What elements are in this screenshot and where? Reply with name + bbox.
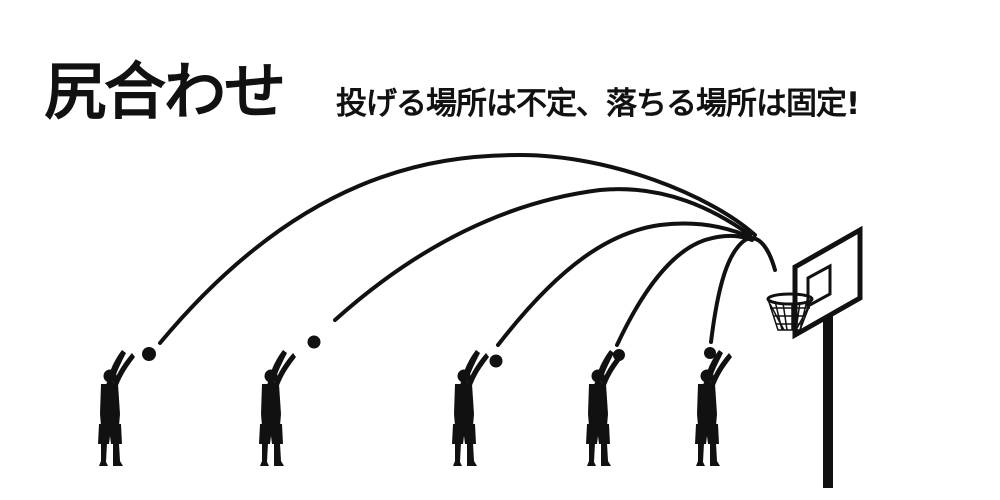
- page-title: 尻合わせ: [44, 55, 286, 128]
- shooter-figure: [452, 350, 489, 466]
- ball: [704, 347, 716, 359]
- shooter-figure: [98, 350, 135, 466]
- shooter-figure: [695, 350, 732, 466]
- shooter-figure: [586, 350, 623, 466]
- basketball-hoop: [766, 225, 863, 488]
- trajectory-arc: [709, 236, 777, 344]
- shooters: [98, 350, 732, 466]
- trajectory-arcs: [158, 152, 777, 347]
- ball: [142, 347, 156, 361]
- trajectory-arc: [158, 152, 757, 345]
- ball: [307, 335, 321, 349]
- page-subtitle: 投げる場所は不定、落ちる場所は固定!: [336, 86, 860, 122]
- trajectory-arc: [615, 233, 754, 347]
- shooter-figure: [259, 350, 296, 466]
- balls: [142, 335, 716, 368]
- ball: [489, 354, 503, 368]
- trajectory-arc: [333, 187, 752, 322]
- trajectory-arc: [496, 221, 754, 347]
